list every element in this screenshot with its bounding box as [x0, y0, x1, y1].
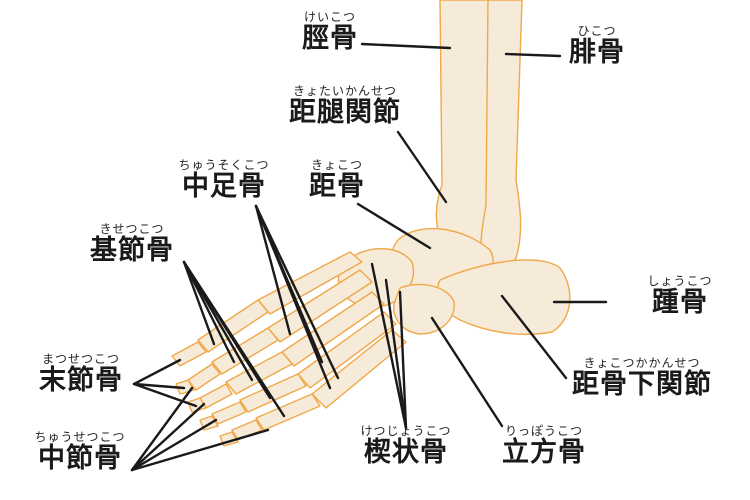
label-proximal-phalanx-name: 基節骨 [90, 235, 174, 266]
fibula-bone [480, 0, 523, 275]
leader-distal-3 [132, 382, 198, 408]
leader-subtalar [500, 294, 568, 380]
label-subtalar-joint-name: 距骨下関節 [572, 369, 712, 400]
metatarsal-5 [311, 329, 407, 409]
label-cuneiform-ruby: けつじょうこつ [360, 424, 452, 438]
label-subtalar-joint-ruby: きょこつかかんせつ [583, 356, 701, 370]
leader-cuneiform-2 [384, 278, 408, 430]
label-calcaneus-ruby: しょうこつ [647, 274, 713, 288]
proximal-phalanx-5 [255, 393, 321, 431]
leader-ankle [396, 130, 448, 204]
proximal-phalanx-4 [239, 373, 307, 413]
middle-phalanx-4 [211, 401, 247, 425]
label-middle-phalanx: ちゅうせつこつ 中節骨 [22, 430, 138, 474]
label-ankle-joint-name: 距腿関節 [289, 97, 401, 128]
label-tibia: けいこつ 脛骨 [300, 10, 360, 54]
label-ankle-joint: きょたいかんせつ 距腿関節 [278, 84, 412, 128]
proximal-phalanx-1 [197, 299, 269, 353]
label-cuneiform-name: 楔状骨 [364, 437, 448, 468]
leader-cuneiform-1 [370, 262, 408, 430]
leader-distal-2 [132, 382, 186, 390]
label-cuboid: りっぽうこつ 立方骨 [494, 424, 594, 468]
leader-middle-3 [130, 418, 218, 472]
leader-metatarsal-1 [254, 204, 292, 336]
label-fibula-name: 腓骨 [569, 37, 625, 68]
label-cuneiform: けつじょうこつ 楔状骨 [356, 424, 456, 468]
label-distal-phalanx-name: 末節骨 [39, 365, 123, 396]
leader-cuboid [430, 316, 504, 428]
leader-fibula [504, 52, 562, 58]
label-cuboid-name: 立方骨 [502, 437, 586, 468]
leader-middle-2 [130, 402, 206, 472]
cuboid-bone [393, 283, 455, 335]
label-talus-name: 距骨 [309, 171, 365, 202]
label-ankle-joint-ruby: きょたいかんせつ [292, 84, 397, 98]
label-middle-phalanx-name: 中節骨 [38, 443, 122, 474]
leader-distal-1 [132, 358, 182, 386]
proximal-phalanx-3 [225, 351, 293, 395]
leader-lines [130, 42, 608, 472]
leader-metatarsal-5 [254, 204, 332, 390]
leader-proximal-5 [182, 260, 286, 418]
label-subtalar-joint: きょこつかかんせつ 距骨下関節 [560, 356, 724, 400]
leader-talus [356, 202, 432, 250]
middle-phalanx-2 [187, 363, 221, 391]
middle-phalanx-5 [231, 419, 263, 441]
label-calcaneus-name: 踵骨 [652, 287, 708, 318]
distal-phalanx-3 [187, 397, 207, 413]
label-proximal-phalanx: きせつこつ 基節骨 [82, 222, 182, 266]
proximal-phalanx-2 [211, 327, 279, 375]
leader-tibia [360, 42, 452, 50]
leader-middle-4 [130, 428, 270, 472]
leader-middle-1 [130, 386, 194, 472]
label-distal-phalanx-ruby: まつせつこつ [41, 352, 120, 366]
label-cuboid-ruby: りっぽうこつ [504, 424, 583, 438]
label-talus: きょこつ 距骨 [302, 158, 372, 202]
label-tibia-name: 脛骨 [302, 23, 358, 54]
label-fibula-ruby: ひこつ [577, 24, 617, 38]
label-calcaneus: しょうこつ 踵骨 [640, 274, 720, 318]
leader-metatarsal-4 [254, 204, 340, 380]
label-metatarsal-ruby: ちゅうそくこつ [178, 158, 270, 172]
leader-proximal-1 [182, 260, 216, 346]
label-fibula: ひこつ 腓骨 [562, 24, 632, 68]
label-proximal-phalanx-ruby: きせつこつ [99, 222, 165, 236]
leader-cuneiform-3 [398, 290, 408, 430]
label-tibia-ruby: けいこつ [303, 10, 356, 24]
label-talus-ruby: きょこつ [310, 158, 363, 172]
label-middle-phalanx-ruby: ちゅうせつこつ [34, 430, 126, 444]
label-metatarsal: ちゅうそくこつ 中足骨 [174, 158, 274, 202]
label-metatarsal-name: 中足骨 [182, 171, 266, 202]
label-distal-phalanx: まつせつこつ 末節骨 [26, 352, 136, 396]
